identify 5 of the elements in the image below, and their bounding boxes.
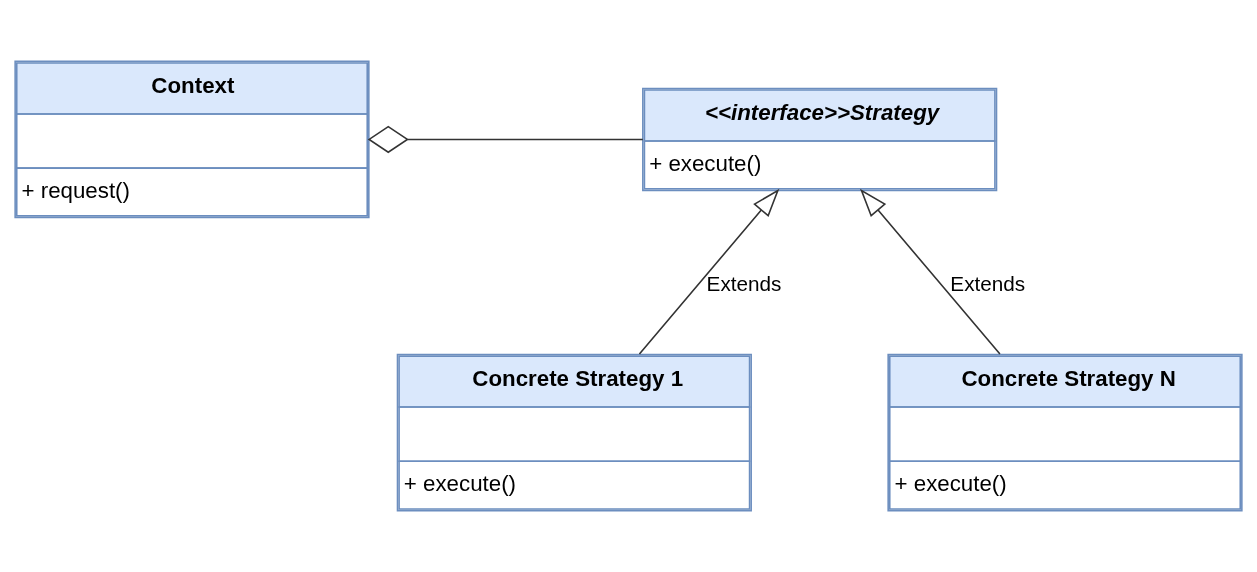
arrow [859,188,1001,355]
connector [367,125,644,154]
arrow [638,188,780,355]
edge-label: Extends [950,272,1026,296]
edge-label: Extends [706,272,782,296]
